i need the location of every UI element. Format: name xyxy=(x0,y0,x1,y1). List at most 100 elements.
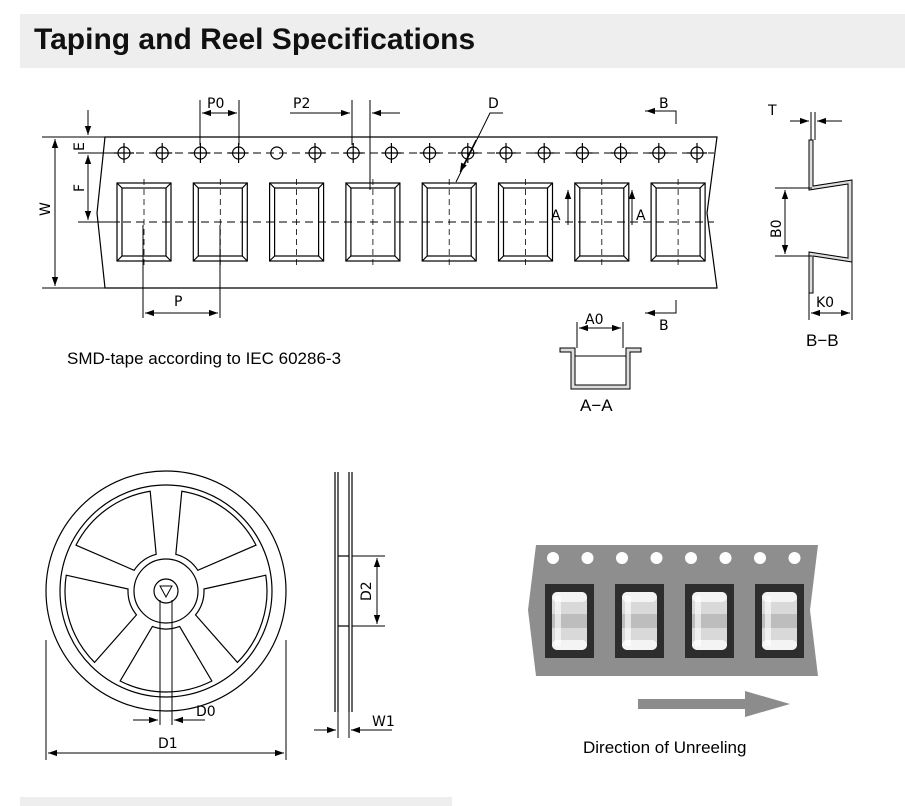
pocket-corner xyxy=(623,182,630,189)
pocket-corner xyxy=(650,255,657,262)
pocket-corner xyxy=(116,182,123,189)
pocket-corner xyxy=(269,255,276,262)
section-b-b xyxy=(775,112,853,320)
next-section-bar xyxy=(20,797,452,806)
tape-drawing xyxy=(96,136,718,289)
label-p2: P2 xyxy=(293,96,310,112)
pocket-corner xyxy=(470,255,477,262)
unreel-caption: Direction of Unreeling xyxy=(583,738,746,757)
reel-window xyxy=(64,574,138,664)
illustration-hole xyxy=(616,552,628,564)
pocket-corner xyxy=(498,182,504,189)
pocket-corner xyxy=(192,255,199,262)
pocket-corner xyxy=(165,182,172,189)
reel-side-dimensions xyxy=(314,555,392,738)
pocket-corner xyxy=(421,255,428,262)
pocket-inner xyxy=(121,187,167,257)
reel-spokes xyxy=(64,490,268,693)
pocket-corner xyxy=(318,255,325,262)
pocket-corner xyxy=(318,182,325,189)
pocket-corner xyxy=(470,182,477,189)
label-p0: P0 xyxy=(207,96,224,112)
pocket-inner xyxy=(426,187,472,257)
label-p: P xyxy=(174,294,182,310)
pocket-corner xyxy=(421,182,428,189)
pocket-corner xyxy=(241,255,248,262)
label-d0: D0 xyxy=(196,704,216,720)
label-section-aa: A−A xyxy=(580,396,613,415)
page-title: Taping and Reel Specifications xyxy=(34,23,476,56)
reel-window xyxy=(119,625,213,693)
label-w: W xyxy=(38,202,54,216)
component xyxy=(692,592,727,650)
pocket-corner xyxy=(192,182,199,189)
tape-caption: SMD-tape according to IEC 60286-3 xyxy=(67,349,341,368)
reel-window xyxy=(75,490,157,572)
pocket-corner xyxy=(345,255,352,262)
pocket-inner xyxy=(502,187,549,257)
label-f: F xyxy=(72,184,88,192)
label-b0: B0 xyxy=(769,219,785,238)
reel-window xyxy=(175,490,257,572)
pocket-corner xyxy=(241,182,248,189)
illustration-hole xyxy=(754,552,766,564)
title-bar: Taping and Reel Specifications xyxy=(20,14,905,68)
label-a-left: A xyxy=(551,208,561,224)
section-a-a xyxy=(559,322,642,390)
illustration-hole xyxy=(581,552,594,564)
pocket-corner xyxy=(394,182,401,189)
pocket-corner xyxy=(269,182,276,189)
pocket-inner xyxy=(655,187,701,257)
component-shine xyxy=(695,596,701,646)
unreel-arrow-shaft xyxy=(638,699,748,709)
pocket-corner xyxy=(165,255,172,262)
label-a-right: A xyxy=(636,208,646,224)
component-shine xyxy=(625,596,631,646)
pocket-inner xyxy=(350,187,396,257)
pocket-corner xyxy=(345,182,352,189)
reel-front xyxy=(45,470,287,760)
label-e: E xyxy=(72,142,88,151)
pocket-corner xyxy=(547,255,553,262)
pocket-corner xyxy=(574,255,581,262)
illustration-sprocket-holes xyxy=(547,552,801,564)
tape-outline xyxy=(96,136,718,289)
label-d: D xyxy=(488,96,499,112)
pocket-corner xyxy=(699,182,706,189)
pocket-inner xyxy=(579,187,625,257)
sprocket-holes xyxy=(114,143,707,163)
reel-side xyxy=(334,472,353,712)
label-k0: K0 xyxy=(816,295,834,311)
component-shine xyxy=(765,596,771,646)
label-w1: W1 xyxy=(372,714,395,730)
pocket-corner xyxy=(574,182,581,189)
label-d1: D1 xyxy=(158,736,178,752)
illustration-hole xyxy=(547,552,559,564)
illustration-pockets xyxy=(545,584,804,658)
label-t: T xyxy=(767,103,777,119)
pocket-corner xyxy=(498,255,504,262)
label-b-bottom: B xyxy=(659,318,669,334)
reel-window xyxy=(194,574,268,664)
component xyxy=(762,592,797,650)
illustration-hole xyxy=(685,552,697,564)
component xyxy=(622,592,657,650)
reel-dimensions xyxy=(48,716,284,757)
sprocket-hole xyxy=(270,146,284,160)
illustration-hole xyxy=(719,552,732,564)
illustration-hole xyxy=(650,552,663,564)
component xyxy=(552,592,587,650)
label-a0: A0 xyxy=(585,312,603,328)
pocket-corner xyxy=(699,255,706,262)
pocket-corner xyxy=(116,255,123,262)
unreel-arrow-head xyxy=(745,691,790,717)
label-d2: D2 xyxy=(359,581,375,601)
tape-illustration xyxy=(528,545,818,717)
pocket-corner xyxy=(547,182,553,189)
label-section-bb: B−B xyxy=(806,331,839,350)
label-b-top: B xyxy=(659,96,669,112)
illustration-hole xyxy=(788,552,801,564)
tape-dimensions xyxy=(42,100,677,318)
pocket-corner xyxy=(394,255,401,262)
